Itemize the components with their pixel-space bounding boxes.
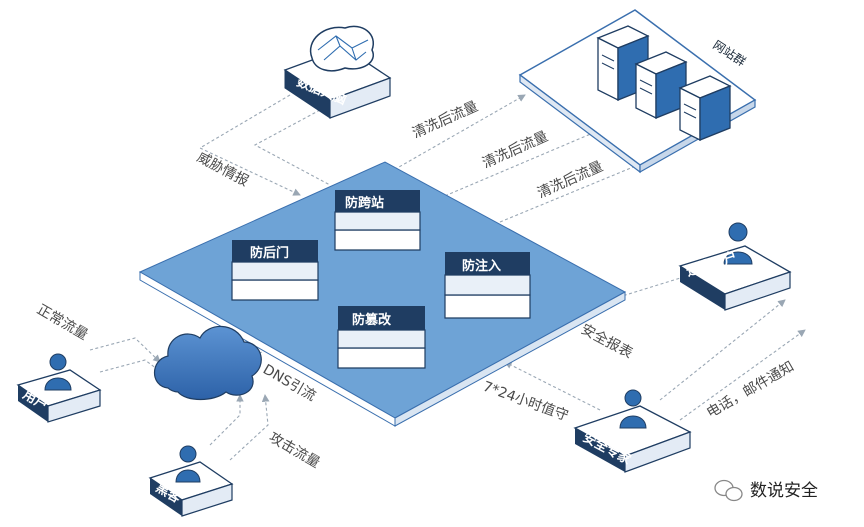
watermark: 数说安全 xyxy=(714,479,818,502)
clean-line-2 xyxy=(439,129,601,199)
user-node: 用户 xyxy=(16,353,102,423)
person-icon xyxy=(619,389,647,429)
attack-line-2 xyxy=(229,394,270,461)
clean-traffic-label-1: 清洗后流量 xyxy=(410,99,480,142)
module-label: 防后门 xyxy=(250,245,289,261)
module-anti-backdoor: 防后门 xyxy=(231,240,319,301)
server-icon xyxy=(678,75,732,142)
watermark-text: 数说安全 xyxy=(750,481,818,501)
server-icon xyxy=(634,51,688,120)
threat-intel-line-2 xyxy=(253,109,331,186)
person-icon xyxy=(44,353,72,391)
hacker-node: 黑客 xyxy=(148,445,234,517)
expert-node: 安全专家 xyxy=(573,389,692,473)
module-label: 防跨站 xyxy=(345,195,384,211)
module-anti-injection: 防注入 xyxy=(444,252,531,319)
websites-label: 网站群 xyxy=(710,38,748,69)
clean-traffic-label-3: 清洗后流量 xyxy=(535,159,605,202)
on-duty-label: 7*24小时值守 xyxy=(481,379,571,425)
hacker-icon xyxy=(175,445,201,483)
threat-intel-line xyxy=(198,94,301,196)
cloud-icon xyxy=(153,325,262,401)
module-anti-tamper: 防篡改 xyxy=(337,306,426,369)
threat-intel-label: 威胁情报 xyxy=(194,149,251,189)
report-line xyxy=(544,273,691,321)
module-anti-crossite: 防跨站 xyxy=(334,190,421,251)
duty-line xyxy=(504,361,601,411)
security-report-label: 安全报表 xyxy=(578,321,635,362)
normal-traffic-label: 正常流量 xyxy=(34,302,90,344)
wechat-icon xyxy=(714,479,743,502)
person-icon xyxy=(723,222,753,265)
clean-traffic-label-2: 清洗后流量 xyxy=(480,129,550,172)
normal-line-1 xyxy=(89,337,161,363)
website-group: 网站群 xyxy=(518,9,757,174)
notify-line-1 xyxy=(659,299,786,401)
attack-line-1 xyxy=(209,394,244,446)
notify-line-2 xyxy=(679,329,806,421)
brain-icon xyxy=(309,25,375,72)
module-label: 防注入 xyxy=(462,258,501,274)
data-brain-node: 数据大脑 xyxy=(283,25,392,119)
connectors xyxy=(89,94,806,461)
ops-user-node: 运维用户 xyxy=(678,222,792,311)
clean-line-1 xyxy=(384,94,526,176)
protection-platform xyxy=(138,161,627,427)
notify-label: 电话，邮件通知 xyxy=(704,358,797,422)
attack-traffic-label: 攻击流量 xyxy=(266,430,322,472)
module-label: 防篡改 xyxy=(352,312,392,328)
